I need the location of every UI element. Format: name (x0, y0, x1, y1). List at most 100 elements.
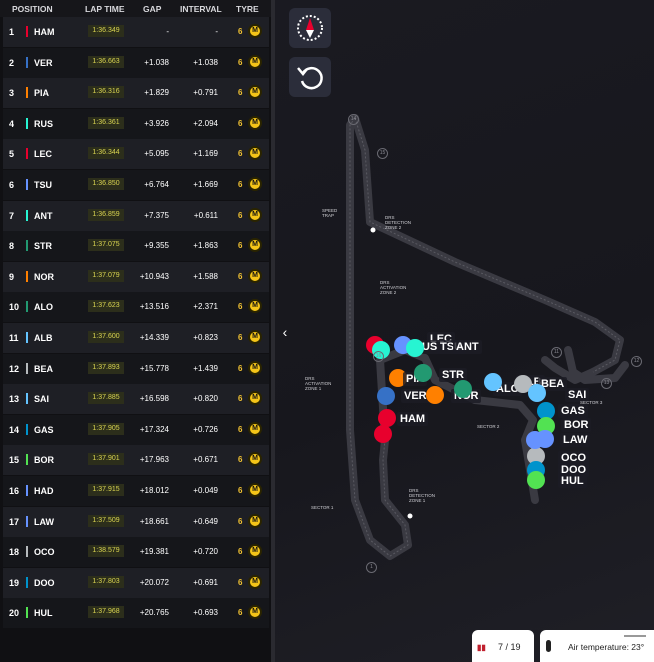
tyre-laps: 6 (238, 88, 243, 98)
interval-value: +2.371 (193, 302, 218, 312)
tyre-compound-icon: M (248, 268, 262, 283)
gap-value: +17.963 (139, 455, 169, 465)
sector-1-label: SECTOR 1 (311, 505, 334, 510)
car-marker[interactable] (537, 402, 555, 420)
car-label[interactable]: ANT (453, 340, 482, 354)
tyre-laps: 6 (238, 547, 243, 557)
car-label[interactable]: HAM (397, 412, 429, 426)
tyre-laps: 6 (238, 516, 243, 526)
car-label[interactable]: OCO (558, 451, 590, 465)
tyre-compound-icon: M (248, 177, 262, 191)
tyre-compound-letter: M (252, 88, 258, 96)
car-marker[interactable] (378, 409, 396, 427)
row-position: 11 (9, 333, 19, 343)
car-marker[interactable] (377, 387, 395, 405)
team-color-bar (26, 209, 28, 221)
compass-icon (297, 15, 323, 41)
team-color-bar (26, 179, 28, 190)
car-label[interactable]: DOO (558, 463, 590, 477)
tyre-compound-icon: M (248, 421, 262, 436)
lap-time-badge: 1:37.623 (88, 300, 124, 313)
car-marker[interactable] (389, 369, 407, 387)
driver-code: HAD (34, 486, 54, 496)
car-marker[interactable] (414, 364, 432, 382)
car-label[interactable]: STR (439, 368, 467, 382)
driver-code: VER (34, 57, 53, 68)
car-label[interactable]: BOR (561, 418, 592, 432)
tyre-compound-letter: M (252, 486, 258, 493)
car-marker[interactable] (374, 425, 392, 443)
car-label[interactable]: LAW (560, 433, 591, 447)
row-position: 12 (9, 363, 20, 374)
driver-code: BOR (34, 455, 54, 466)
car-marker[interactable] (406, 339, 424, 357)
row-position: 17 (9, 516, 20, 527)
gap-value: +6.764 (144, 180, 169, 189)
tyre-compound-icon: M (248, 54, 262, 69)
tyre-laps: 6 (238, 57, 243, 67)
driver-code: SAI (34, 394, 50, 405)
interval-value: +0.691 (193, 577, 218, 587)
tyre-laps: 6 (238, 302, 243, 312)
car-marker[interactable] (484, 373, 502, 391)
interval-value: +0.671 (193, 455, 218, 465)
interval-value: +0.791 (193, 88, 218, 98)
car-label[interactable]: SAI (565, 388, 590, 402)
car-label[interactable]: BEA (538, 377, 568, 391)
tyre-laps: 6 (238, 577, 243, 587)
car-marker[interactable] (527, 471, 545, 489)
panel-divider[interactable] (271, 0, 275, 662)
row-position: 5 (9, 149, 15, 160)
car-marker[interactable] (426, 386, 444, 404)
car-label[interactable]: GAS (558, 404, 588, 418)
lap-time-badge: 1:37.600 (88, 331, 124, 343)
team-color-bar (26, 362, 28, 374)
interval-value: +1.169 (193, 149, 218, 159)
track-map[interactable]: LECTSURUSANTPIASTRVERNORALOALBBEASAIGASB… (275, 0, 654, 662)
gap-value: - (166, 27, 169, 36)
car-label[interactable]: HUL (558, 474, 587, 488)
tyre-compound-icon: M (248, 513, 262, 528)
lap-time-badge: 1:37.885 (88, 392, 124, 405)
team-color-bar (26, 270, 28, 282)
tyre-compound-letter: M (252, 547, 258, 555)
tyre-laps: 6 (238, 149, 243, 159)
car-marker[interactable] (514, 375, 532, 393)
car-marker[interactable] (454, 380, 472, 398)
car-marker[interactable] (526, 431, 544, 449)
reset-view-button[interactable] (289, 57, 331, 97)
driver-code: DOO (34, 577, 55, 588)
lap-time-badge: 1:36.316 (88, 86, 124, 99)
tyre-compound-icon: M (248, 146, 262, 161)
car-marker[interactable] (527, 447, 545, 465)
collapse-panel-button[interactable]: ‹ (277, 322, 293, 342)
lap-time-badge: 1:37.079 (88, 269, 124, 282)
air-temperature-widget: Air temperature: 23° (540, 630, 654, 662)
car-marker[interactable] (528, 384, 546, 402)
widget-handle[interactable] (624, 635, 646, 637)
car-label[interactable]: VER (401, 389, 430, 403)
flag-icon: ▮▮ (477, 643, 486, 652)
compass-button[interactable] (289, 8, 331, 48)
tyre-laps: 6 (238, 27, 243, 36)
